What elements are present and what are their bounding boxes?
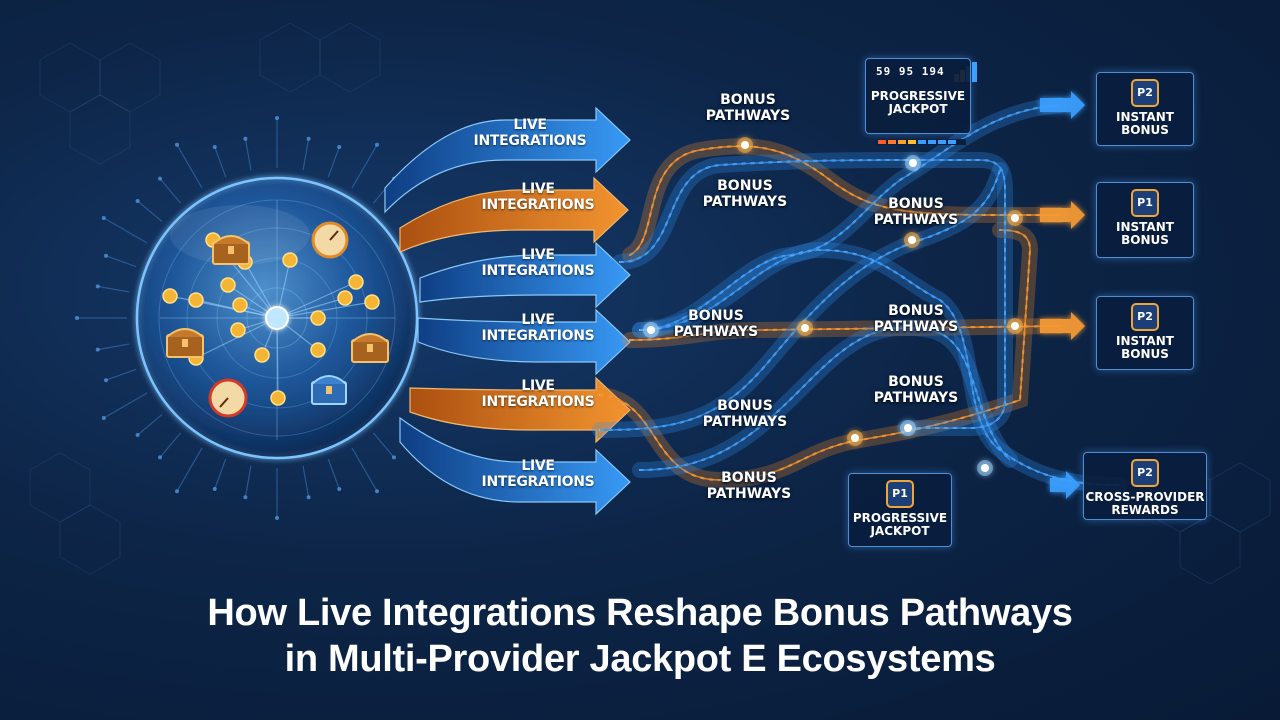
compass-dial-icon: [311, 221, 349, 259]
gold-coin-icon: [220, 277, 236, 293]
treasure-chest-icon: [166, 328, 204, 358]
instant-bonus-card-2: P1 INSTANT BONUS: [1096, 182, 1194, 258]
gold-coin-icon: [270, 390, 286, 406]
gold-coin-icon: [364, 294, 380, 310]
live-integrations-label: LIVE INTEGRATIONS: [481, 458, 595, 490]
treasure-chest-icon: [212, 235, 250, 265]
provider-badge-icon: P2: [1131, 459, 1159, 487]
treasure-chest-icon: [311, 375, 347, 405]
live-integrations-arrow: [419, 241, 631, 309]
live-integrations-label: LIVE INTEGRATIONS: [481, 181, 595, 213]
hub-node-icon: [265, 306, 289, 330]
progressive-jackpot-card-bottom: P1 PROGRESSIVE JACKPOT: [848, 473, 952, 547]
live-integrations-arrow: [399, 176, 629, 253]
live-integrations-label: LIVE INTEGRATIONS: [481, 378, 595, 410]
globe-radial-spokes: [75, 116, 396, 520]
bonus-pathways-label: BONUS PATHWAYS: [873, 374, 959, 406]
instant-bonus-label: INSTANT BONUS: [1116, 334, 1174, 361]
cross-provider-rewards-label: CROSS-PROVIDER REWARDS: [1085, 490, 1205, 517]
jackpot-digits: 59 95 194: [876, 65, 945, 78]
title-line-2: in Multi-Provider Jackpot E Ecosystems: [284, 638, 996, 680]
provider-badge-icon: P2: [1131, 79, 1159, 107]
jackpot-progress-strip: [876, 139, 966, 145]
bonus-pathways-label: BONUS PATHWAYS: [702, 178, 788, 210]
treasure-chest-icon: [351, 333, 389, 363]
live-integrations-arrow: [409, 376, 631, 444]
gold-coin-icon: [310, 310, 326, 326]
live-integrations-label: LIVE INTEGRATIONS: [473, 117, 587, 149]
gold-coin-icon: [254, 347, 270, 363]
provider-badge-icon: P1: [886, 480, 914, 508]
gold-coin-icon: [162, 288, 178, 304]
gold-coin-icon: [337, 290, 353, 306]
live-integrations-arrow: [384, 106, 631, 214]
progressive-jackpot-card-top: 59 95 194 PROGRESSIVE JACKPOT: [865, 58, 971, 134]
instant-bonus-card-3: P2 INSTANT BONUS: [1096, 296, 1194, 370]
live-integrations-label: LIVE INTEGRATIONS: [481, 312, 595, 344]
cross-provider-rewards-card: P2 CROSS-PROVIDER REWARDS: [1083, 452, 1207, 520]
page-title: How Live Integrations Reshape Bonus Path…: [0, 590, 1280, 682]
live-integrations-arrow: [417, 308, 631, 376]
provider-badge-icon: P1: [1131, 189, 1159, 217]
bonus-pathways-label: BONUS PATHWAYS: [702, 398, 788, 430]
instant-bonus-label: INSTANT BONUS: [1116, 110, 1174, 137]
live-integrations-label: LIVE INTEGRATIONS: [481, 247, 595, 279]
gold-coin-icon: [232, 297, 248, 313]
bonus-pathways-label: BONUS PATHWAYS: [706, 470, 792, 502]
gold-coin-icon: [348, 274, 364, 290]
gold-coin-icon: [310, 342, 326, 358]
output-arrow: [1040, 91, 1085, 119]
gold-coin-icon: [230, 322, 246, 338]
gold-coin-icon: [282, 252, 298, 268]
instant-bonus-card-1: P2 INSTANT BONUS: [1096, 72, 1194, 146]
live-integrations-arrow: [399, 416, 631, 516]
output-arrow: [1040, 312, 1085, 340]
provider-badge-icon: P2: [1131, 303, 1159, 331]
compass-dial-icon: [208, 378, 248, 418]
bonus-pathways-label: BONUS PATHWAYS: [873, 196, 959, 228]
integration-globe: [135, 176, 419, 460]
gold-coin-icon: [188, 292, 204, 308]
progressive-jackpot-label: PROGRESSIVE JACKPOT: [852, 511, 948, 538]
title-line-1: How Live Integrations Reshape Bonus Path…: [207, 592, 1073, 634]
bonus-pathways-label: BONUS PATHWAYS: [705, 92, 791, 124]
bonus-pathways-label: BONUS PATHWAYS: [873, 303, 959, 335]
bonus-pathways-label: BONUS PATHWAYS: [673, 308, 759, 340]
output-arrow: [1050, 471, 1080, 499]
instant-bonus-label: INSTANT BONUS: [1116, 220, 1174, 247]
output-arrow: [1040, 201, 1085, 229]
progressive-jackpot-label: PROGRESSIVE JACKPOT: [870, 89, 966, 116]
